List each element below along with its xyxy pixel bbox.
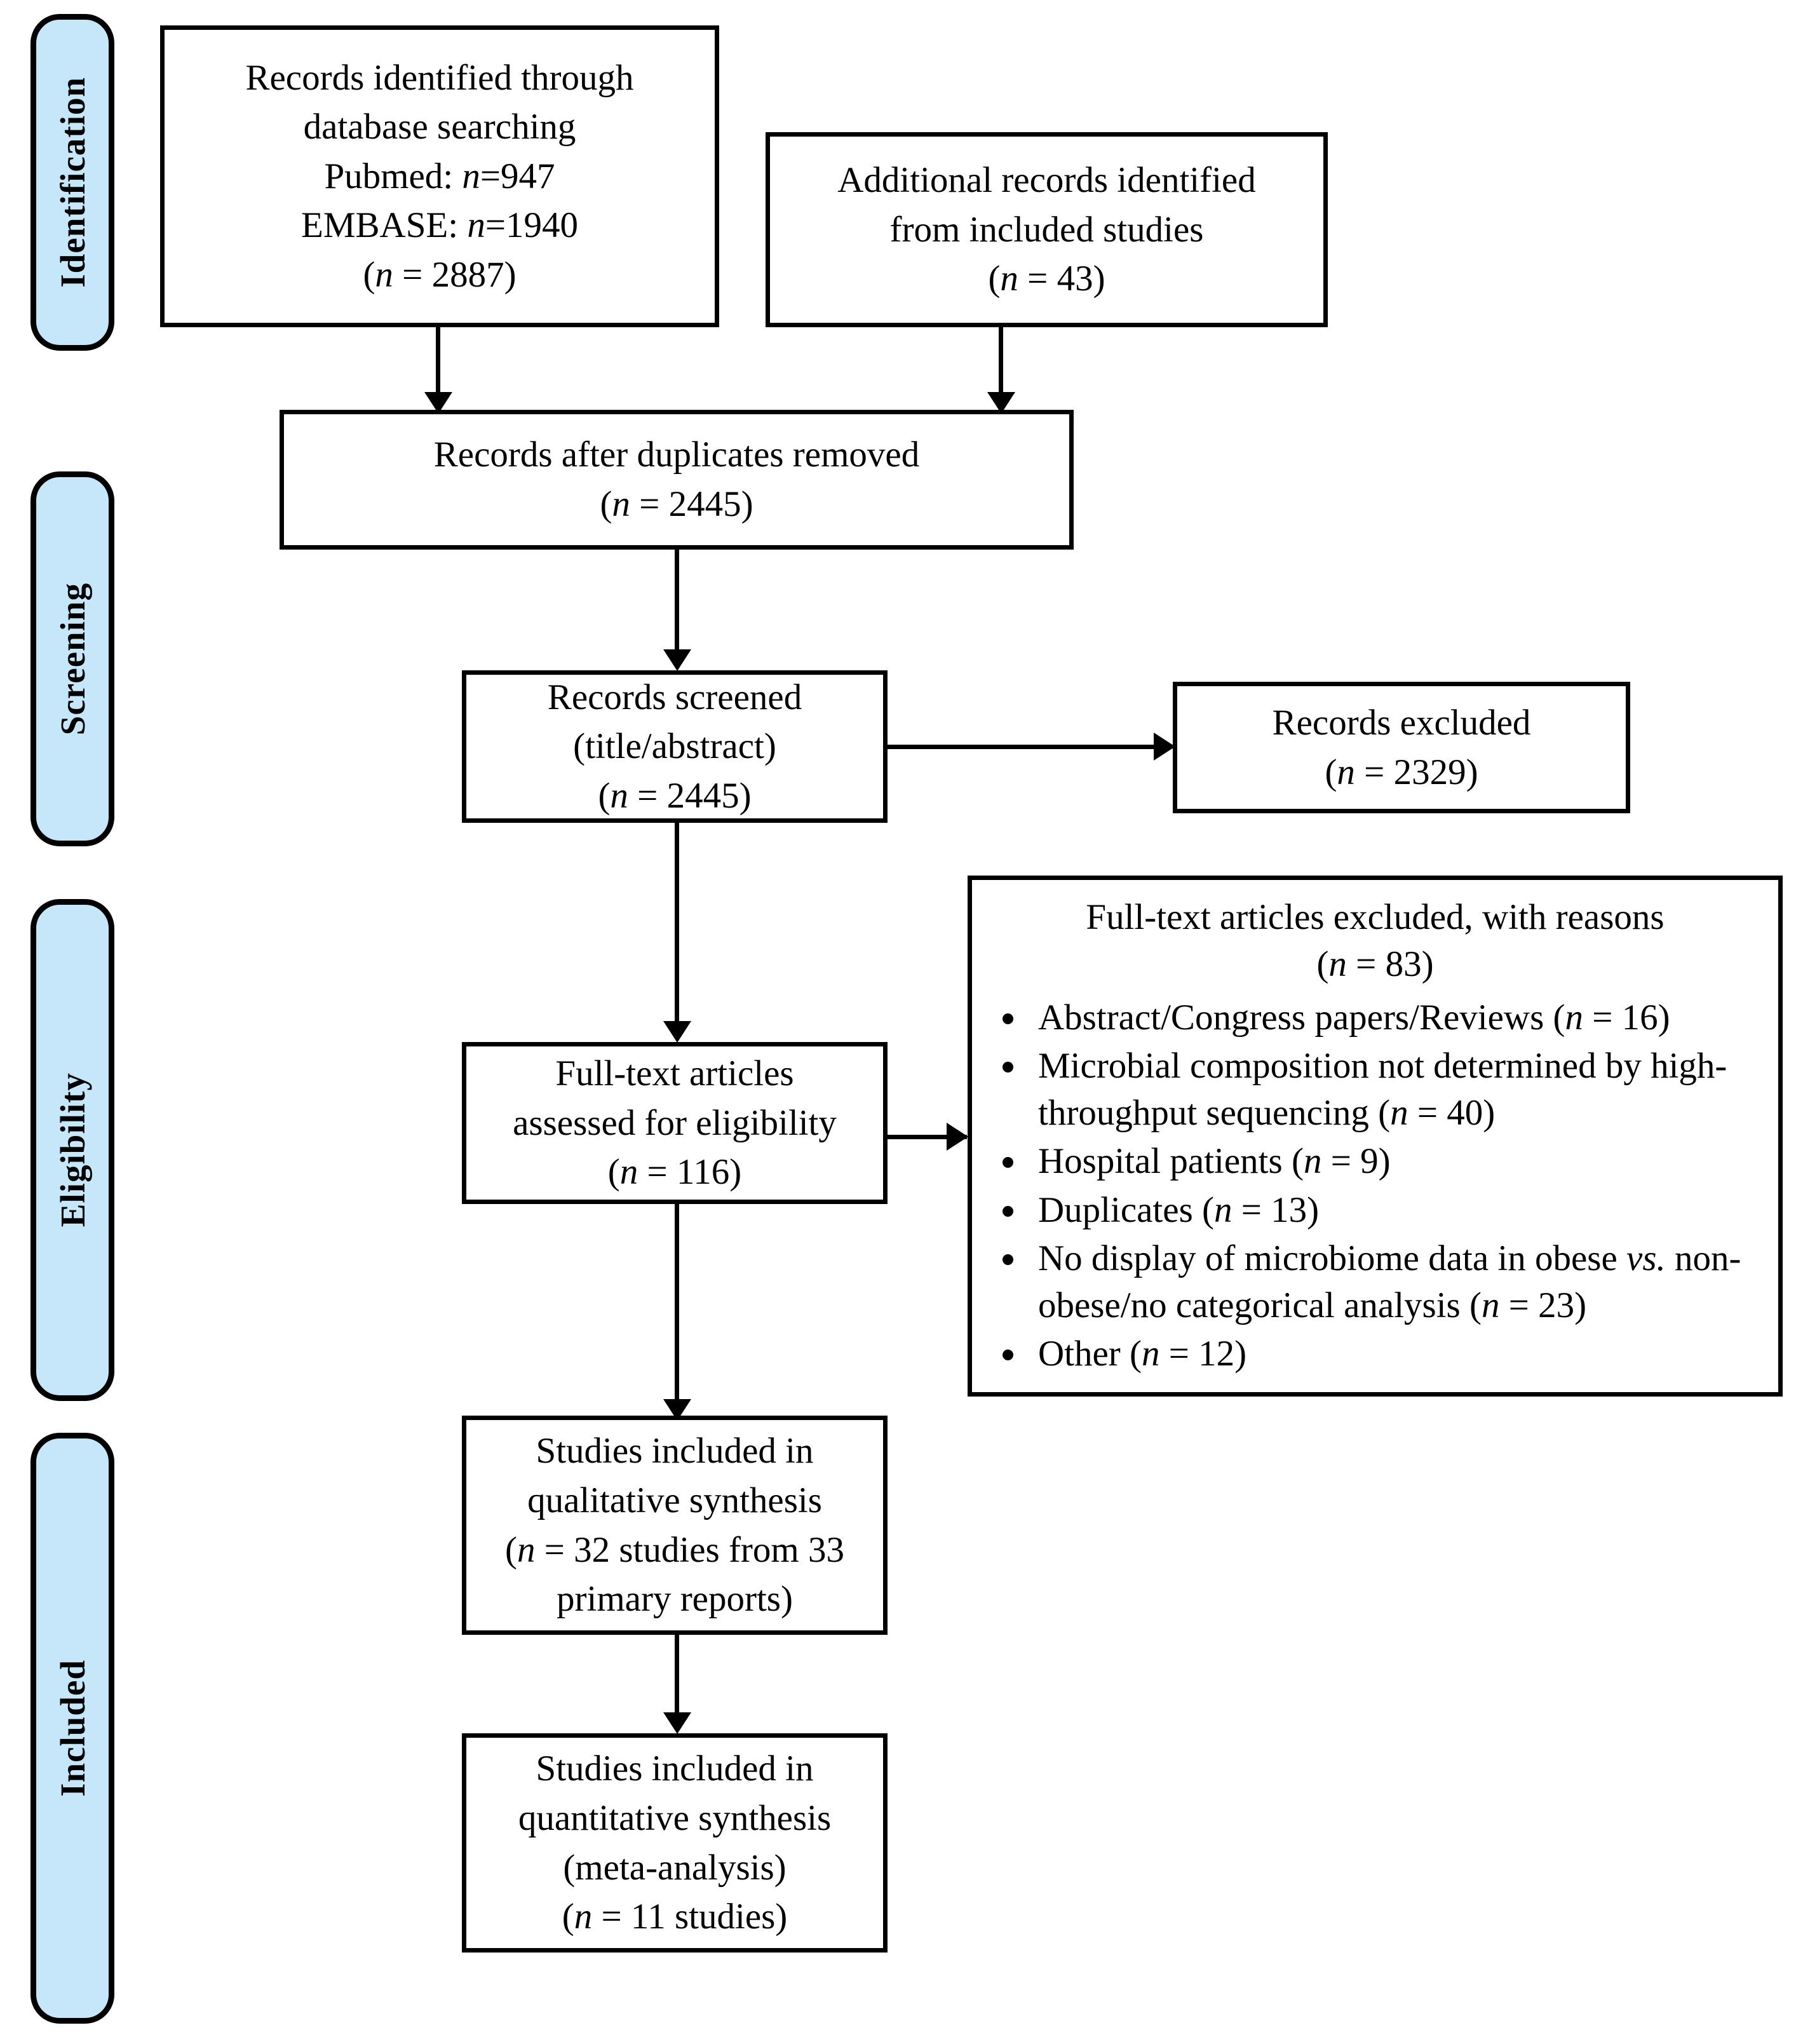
connector-additional-to-duplicates [999,327,1003,410]
records-identified-line1: Records identified through [245,57,634,98]
box-quantitative-synthesis: Studies included in quantitative synthes… [462,1733,888,1953]
additional-records-line1: Additional records identified [837,160,1256,201]
duplicates-removed-line1: Records after duplicates removed [433,435,920,475]
box-fulltext-excluded-reasons: Full-text articles excluded, with reason… [968,876,1783,1397]
quantitative-count: (n = 11 studies) [562,1897,788,1937]
records-identified-line2: database searching [303,107,576,147]
records-screened-count: (n = 2445) [598,775,752,816]
reason-item: Hospital patients (n = 9) [989,1138,1762,1185]
additional-records-line2: from included studies [889,209,1204,250]
records-identified-pubmed: Pubmed: n=947 [324,156,555,196]
box-additional-records: Additional records identified from inclu… [766,132,1328,327]
connector-screened-to-excluded [888,745,1154,749]
stage-label-identification: Identification [30,14,114,351]
quantitative-line1: Studies included in [536,1749,814,1789]
arrow-duplicates-to-screened [663,649,691,671]
connector-screened-to-fulltext [675,823,679,1029]
fulltext-excluded-heading: Full-text articles excluded, with reason… [1086,897,1665,937]
quantitative-line2: quantitative synthesis [518,1797,832,1838]
stage-label-included-text: Included [53,1660,92,1797]
fulltext-assessed-line2: assessed for eligibility [513,1102,837,1143]
box-records-screened: Records screened (title/abstract) (n = 2… [462,670,888,823]
records-identified-total: (n = 2887) [363,254,517,295]
stage-label-eligibility-text: Eligibility [53,1073,92,1228]
box-fulltext-assessed: Full-text articles assessed for eligibil… [462,1042,888,1204]
stage-label-identification-text: Identification [53,77,92,288]
quantitative-line3: (meta-analysis) [563,1847,787,1888]
stage-label-included: Included [30,1433,114,2024]
records-identified-embase: EMBASE: n=1940 [301,205,578,246]
fulltext-excluded-count: (n = 83) [1316,944,1434,985]
additional-records-count: (n = 43) [988,259,1105,299]
qualitative-line1: Studies included in [536,1431,814,1472]
box-records-excluded: Records excluded (n = 2329) [1173,682,1630,813]
stage-label-screening: Screening [30,471,114,846]
reason-item: Abstract/Congress papers/Reviews (n = 16… [989,994,1762,1041]
fulltext-assessed-line1: Full-text articles [555,1053,794,1094]
box-records-identified: Records identified through database sear… [160,25,719,327]
stage-label-screening-text: Screening [53,582,92,736]
connector-fulltext-to-qualitative [675,1204,679,1407]
arrow-screened-to-excluded [1154,733,1175,761]
fulltext-excluded-reason-list: Abstract/Congress papers/Reviews (n = 16… [989,994,1762,1379]
reason-item: Duplicates (n = 13) [989,1187,1762,1234]
reason-item: Other (n = 12) [989,1330,1762,1377]
records-screened-line2: (title/abstract) [573,726,776,767]
qualitative-count-line2: primary reports) [557,1579,793,1620]
box-qualitative-synthesis: Studies included in qualitative synthesi… [462,1416,888,1635]
arrow-screened-to-fulltext [663,1021,691,1043]
duplicates-removed-count: (n = 2445) [600,484,753,524]
fulltext-assessed-count: (n = 116) [607,1152,742,1193]
reason-item: No display of microbiome data in obese v… [989,1235,1762,1329]
records-screened-line1: Records screened [547,677,802,717]
connector-duplicates-to-screened [675,550,679,658]
connector-qualitative-to-quantitative [675,1635,679,1721]
connector-fulltext-to-reasons [888,1135,967,1139]
reason-item: Microbial composition not determined by … [989,1043,1762,1137]
arrow-fulltext-to-reasons [947,1123,968,1151]
qualitative-line2: qualitative synthesis [527,1480,822,1520]
stage-label-eligibility: Eligibility [30,899,114,1401]
box-duplicates-removed: Records after duplicates removed (n = 24… [280,410,1074,550]
qualitative-count: (n = 32 studies from 33 [504,1529,845,1570]
arrow-qualitative-to-quantitative [663,1712,691,1734]
connector-identified-to-duplicates [436,327,440,410]
records-excluded-count: (n = 2329) [1325,752,1478,792]
records-excluded-line1: Records excluded [1272,702,1531,743]
